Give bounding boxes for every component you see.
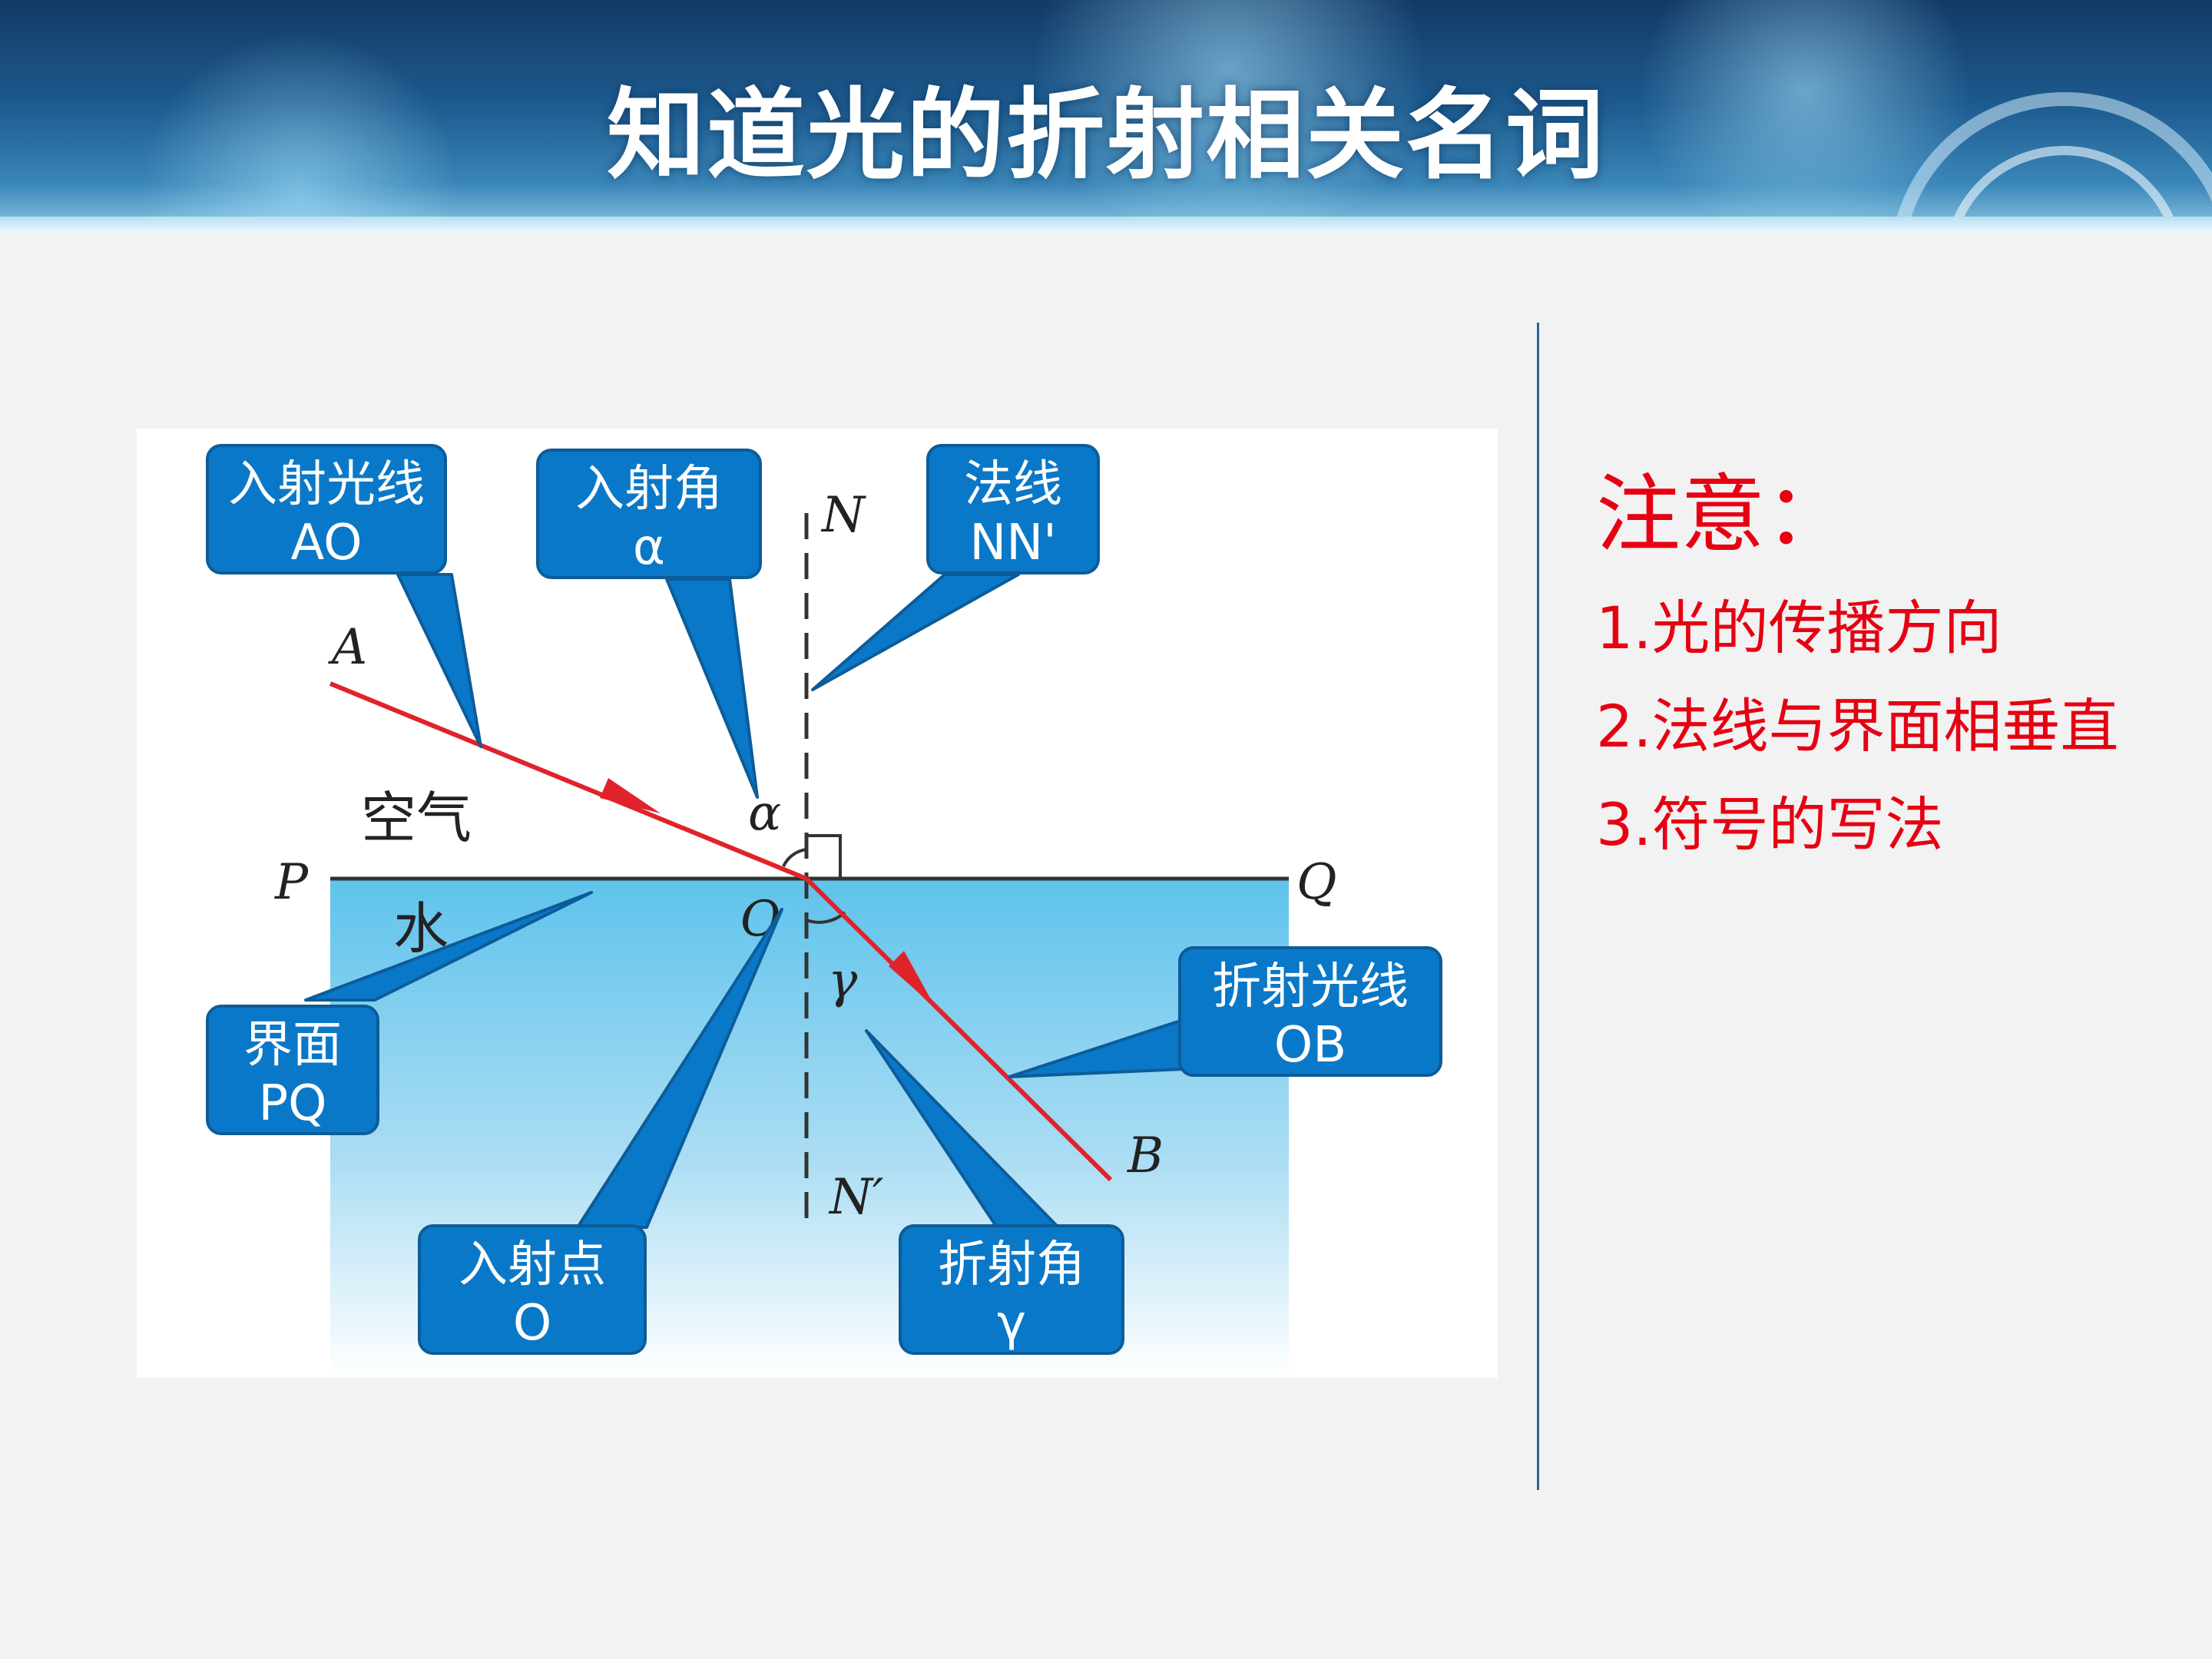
vertical-divider [1537, 323, 1539, 1490]
svg-text:入射点: 入射点 [459, 1237, 606, 1293]
header-banner [0, 0, 2212, 230]
label-n: N [820, 487, 866, 544]
label-a: A [328, 619, 367, 676]
incident-ray-arrowhead [600, 778, 661, 813]
svg-text:入射光线: 入射光线 [228, 456, 425, 513]
svg-text:折射角: 折射角 [938, 1237, 1085, 1293]
incident-ray [329, 681, 808, 881]
label-gamma: γ [828, 952, 858, 1009]
incidence-angle-arc [782, 848, 807, 867]
callout-incident-angle: 入射角 α [536, 449, 762, 799]
note-item: 1.光的传播方向 [1596, 594, 2002, 662]
callout-interface: 界面 PQ [206, 891, 593, 1135]
page-title: 知道光的折射相关名词 [606, 78, 1605, 193]
label-b: B [1127, 1128, 1164, 1184]
svg-text:法线: 法线 [964, 456, 1062, 513]
right-angle-mark [806, 834, 842, 879]
callout-refraction-angle: 折射角 γ [865, 1029, 1124, 1355]
label-p: P [274, 854, 309, 911]
label-q: Q [1296, 854, 1336, 911]
svg-text:OB: OB [1274, 1017, 1346, 1074]
refracted-ray [804, 876, 1113, 1182]
refraction-diagram: A B P Q O N N′ α γ 空气 水 入射光线 AO 入射角 α 法线… [137, 429, 1498, 1378]
note-item: 2.法线与界面相垂直 [1596, 692, 2119, 760]
svg-text:PQ: PQ [259, 1075, 327, 1132]
callout-incidence-point: 入射点 O [418, 908, 783, 1355]
svg-text:γ: γ [997, 1295, 1026, 1352]
callout-incident-ray: 入射光线 AO [206, 444, 482, 748]
svg-text:入射角: 入射角 [575, 461, 723, 518]
svg-text:AO: AO [290, 515, 362, 571]
callout-refracted-ray: 折射光线 OB [1008, 946, 1442, 1078]
label-n-prime: N′ [828, 1169, 884, 1226]
svg-text:NN': NN' [969, 515, 1056, 571]
svg-text:α: α [633, 519, 665, 576]
header-stripe [0, 217, 2212, 233]
svg-text:界面: 界面 [243, 1017, 342, 1074]
notes-heading: 注意： [1596, 465, 1849, 564]
label-alpha: α [748, 785, 781, 842]
refracted-ray-arrowhead [889, 951, 935, 1008]
notes-panel: 注意： 1.光的传播方向 2.法线与界面相垂直 3.符号的写法 [1596, 445, 2119, 894]
callout-normal: 法线 NN' [811, 444, 1100, 691]
note-item: 3.符号的写法 [1596, 790, 1944, 859]
svg-text:折射光线: 折射光线 [1212, 959, 1409, 1015]
medium-air-label: 空气 [361, 786, 472, 850]
svg-text:O: O [513, 1295, 551, 1352]
